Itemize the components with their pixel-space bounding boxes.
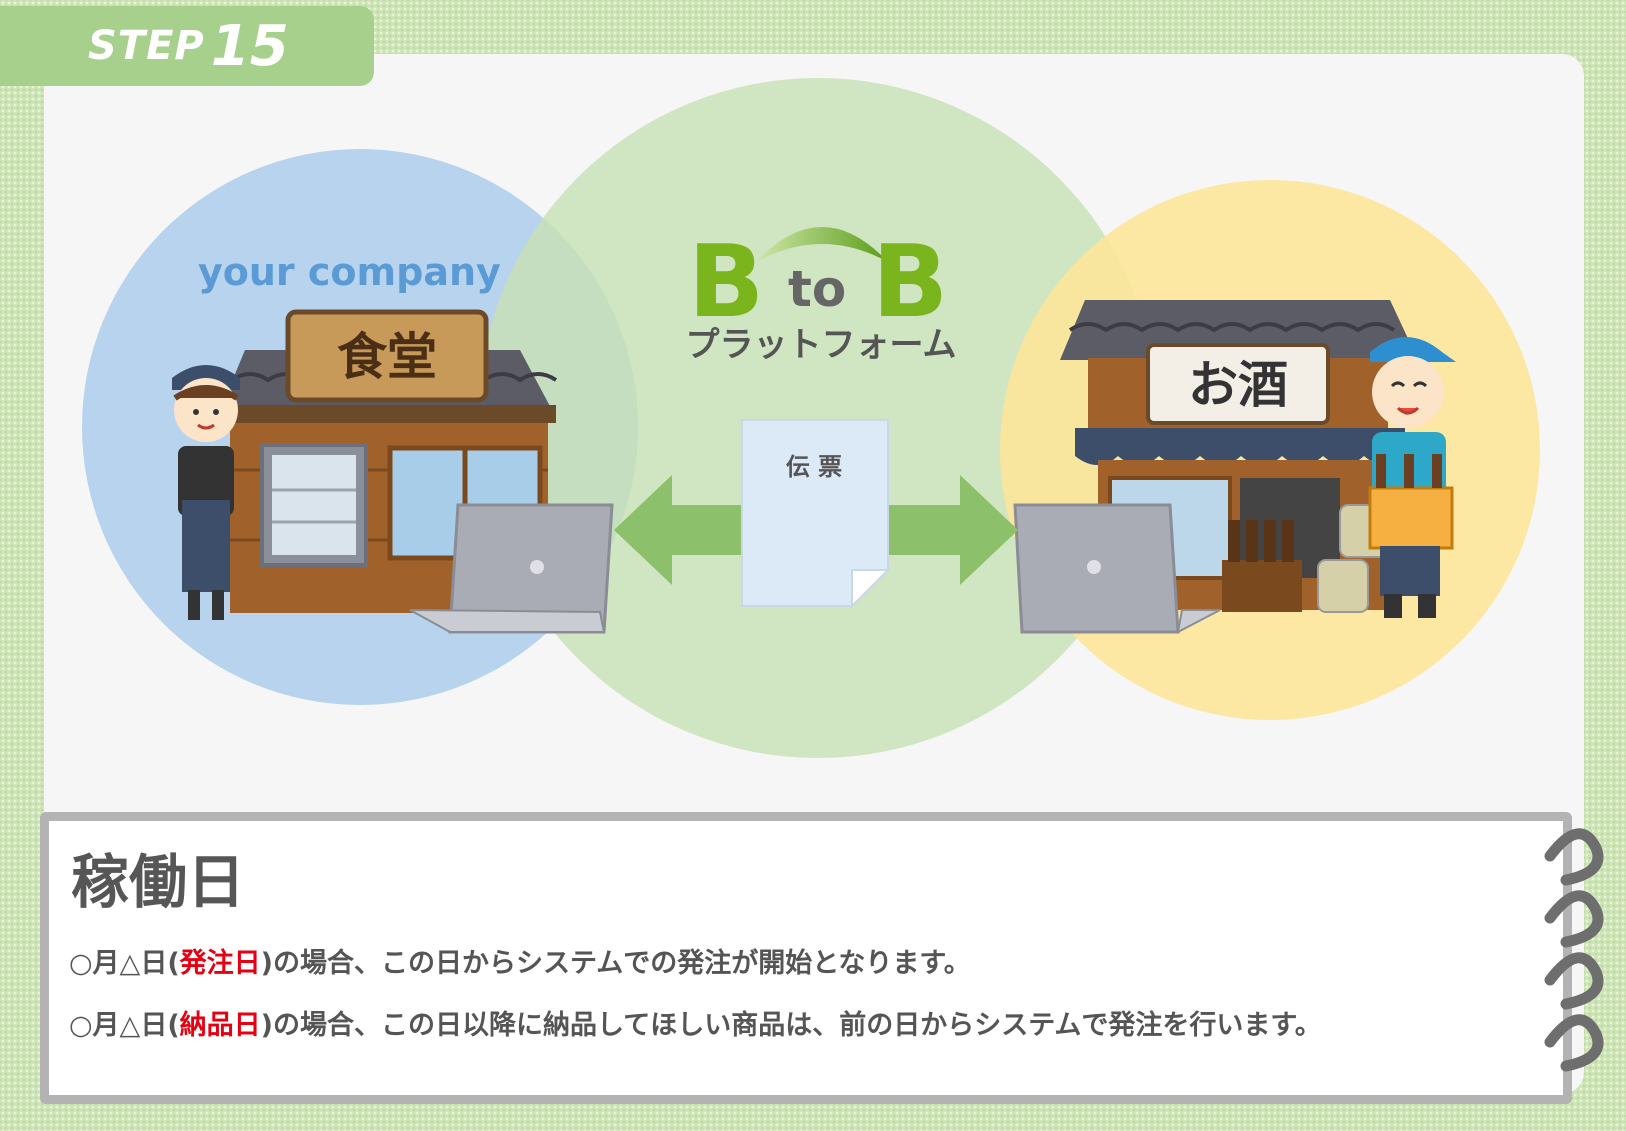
right-laptop <box>1013 503 1221 634</box>
btob-logo: B to B プラットフォーム <box>686 223 957 365</box>
binding-ring-3 <box>1544 952 1604 1010</box>
document-label: 伝 票 <box>786 453 842 481</box>
logo-b-right: B <box>872 223 948 340</box>
line2-suffix: )の場合、この日以降に納品してほしい商品は、前の日からシステムで発注を行います。 <box>260 1010 1322 1041</box>
restaurant-staff <box>172 365 240 620</box>
platform-diagram: your company 食堂 <box>82 78 1540 758</box>
info-title: 稼働日 <box>71 848 246 916</box>
binding-ring-1 <box>1544 828 1604 886</box>
line1-suffix: )の場合、この日からシステムでの発注が開始となります。 <box>260 948 971 979</box>
logo-to: to <box>788 260 846 318</box>
logo-b-left: B <box>688 223 764 340</box>
left-laptop <box>409 503 614 634</box>
restaurant-shop: 食堂 <box>216 309 558 613</box>
binding-ring-4 <box>1544 1014 1604 1072</box>
liquor-sign: お酒 <box>1188 356 1288 414</box>
line2-prefix: ○月△日( <box>69 1010 180 1041</box>
step-tab: STEP 15 <box>0 6 374 86</box>
line1-highlight: 発注日 <box>179 948 261 979</box>
step-label: STEP <box>88 23 205 69</box>
document-icon: 伝 票 <box>741 419 891 609</box>
restaurant-sign: 食堂 <box>337 328 437 386</box>
info-box: 稼働日 ○月△日(発注日)の場合、この日からシステムでの発注が開始となります。 … <box>40 812 1572 1104</box>
liquor-staff <box>1368 337 1456 618</box>
binding-ring-2 <box>1544 890 1604 948</box>
info-line-order-date: ○月△日(発注日)の場合、この日からシステムでの発注が開始となります。 <box>69 941 971 980</box>
step-number: 15 <box>210 13 289 79</box>
line2-highlight: 納品日 <box>179 1010 261 1041</box>
logo-subtitle: プラットフォーム <box>686 325 957 365</box>
your-company-label: your company <box>198 250 501 294</box>
line1-prefix: ○月△日( <box>69 948 180 979</box>
platform-circle <box>478 78 1158 758</box>
info-line-delivery-date: ○月△日(納品日)の場合、この日以降に納品してほしい商品は、前の日からシステムで… <box>69 1003 1322 1042</box>
spiral-binding <box>1544 828 1604 1072</box>
